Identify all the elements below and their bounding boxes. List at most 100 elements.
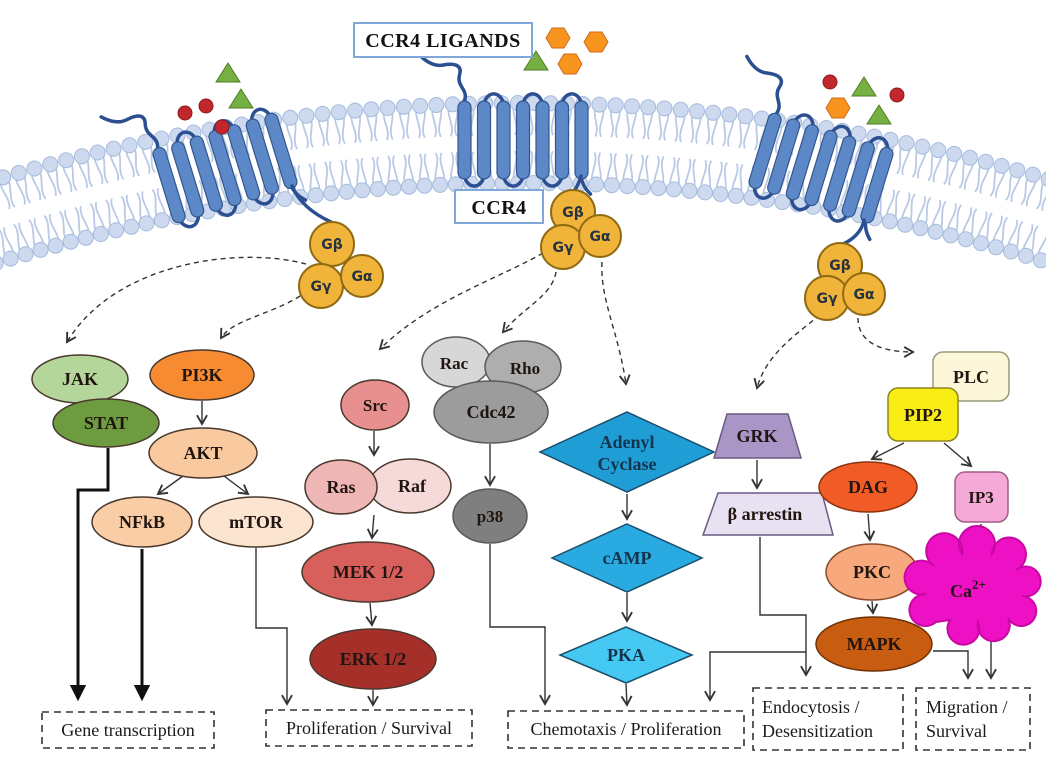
ccr4-ligands-box xyxy=(353,22,533,58)
ligand-red-circle xyxy=(889,87,905,103)
svg-text:Gγ: Gγ xyxy=(552,240,573,256)
arrow-mek-to-erk xyxy=(365,602,378,627)
arrow-gprotein-to-grk xyxy=(753,314,821,390)
ligand-red-circle xyxy=(214,119,230,135)
node-camp-label: cAMP xyxy=(603,548,652,568)
arrow-akt-to-nfkb xyxy=(156,475,184,496)
g-protein-complex-left: Gβ Gγ Gα xyxy=(298,221,384,309)
arrow-pip2-to-ip3 xyxy=(943,442,973,468)
node-pi3k xyxy=(149,349,255,401)
node-akt xyxy=(148,427,258,479)
ligand-cluster-right xyxy=(822,74,905,125)
ligand-orange-hexagon xyxy=(545,27,571,49)
node-ip3 xyxy=(954,471,1009,523)
ligand-green-triangle xyxy=(228,88,254,109)
node-mtor xyxy=(198,496,314,548)
node-mek-label: MEK 1/2 xyxy=(333,562,404,582)
ligand-green-triangle xyxy=(851,76,877,97)
g-alpha-subunit xyxy=(842,272,886,316)
svg-text:Gα: Gα xyxy=(589,229,610,245)
g-protein-complex-center: Gβ Gγ Gα xyxy=(540,189,622,270)
outcome-endocytosis-label-2: Desensitization xyxy=(762,721,873,741)
outcome-gene-transcription-label: Gene transcription xyxy=(61,720,194,740)
node-pip2-label: PIP2 xyxy=(904,405,942,425)
ccr4-receptor-left xyxy=(99,107,308,229)
node-pka-label: PKA xyxy=(607,645,645,665)
arrow-stat-to-gene-transcription xyxy=(69,448,110,702)
arrow-beta-arrestin-to-endocytosis xyxy=(759,537,812,677)
ccr4-receptor-right xyxy=(745,54,894,242)
node-dag-label: DAG xyxy=(848,477,888,497)
node-adenyl-cyclase-label-1: Adenyl xyxy=(599,432,654,452)
ligand-cluster-center xyxy=(523,27,609,75)
ligand-red-circle xyxy=(198,98,214,114)
ligand-orange-hexagon xyxy=(825,97,851,119)
outcome-migration-label-1: Migration / xyxy=(926,697,1008,717)
outcome-chemotaxis-label: Chemotaxis / Proliferation xyxy=(531,719,722,739)
outcome-endocytosis-label-1: Endocytosis / xyxy=(762,697,860,717)
svg-text:Gγ: Gγ xyxy=(310,279,331,295)
outcome-gene-transcription-box xyxy=(41,711,215,749)
node-erk-label: ERK 1/2 xyxy=(340,649,407,669)
receptor-tail-right xyxy=(841,218,866,246)
ligand-orange-hexagon xyxy=(557,53,583,75)
node-ras xyxy=(304,459,378,515)
ligand-cluster-left xyxy=(177,62,254,135)
outcome-migration-box xyxy=(915,687,1031,751)
node-src xyxy=(340,379,410,431)
node-mapk xyxy=(815,616,933,672)
arrow-akt-to-mtor xyxy=(223,475,250,496)
node-ca-label: Ca2+ xyxy=(950,577,986,601)
node-nfkb xyxy=(91,496,193,548)
arrow-mtor-to-proliferation xyxy=(255,548,293,706)
svg-text:Gβ: Gβ xyxy=(562,205,584,221)
svg-text:Gβ: Gβ xyxy=(321,237,343,253)
node-beta-arrestin xyxy=(701,492,834,536)
ligand-orange-hexagon xyxy=(583,31,609,53)
arrow-p38-to-chemotaxis xyxy=(489,544,551,706)
arrow-gprotein-to-plc xyxy=(857,317,915,358)
ccr4-label: CCR4 xyxy=(471,197,526,219)
outcome-proliferation-label: Proliferation / Survival xyxy=(286,718,452,738)
node-cdc42-label: Cdc42 xyxy=(467,402,516,422)
g-protein-complex-right: Gβ Gγ Gα xyxy=(804,242,886,321)
node-p38-label: p38 xyxy=(477,507,503,526)
node-raf-label: Raf xyxy=(398,476,427,496)
arrow-pka-to-chemotaxis xyxy=(620,683,633,707)
node-stat-label: STAT xyxy=(84,413,128,433)
arrow-gprotein-to-rac-rho xyxy=(501,271,557,334)
node-ca-cloud xyxy=(903,525,1042,646)
node-stat xyxy=(52,398,160,448)
svg-text:Gα: Gα xyxy=(853,287,874,303)
ligand-green-triangle xyxy=(523,50,549,71)
outcome-endocytosis-box xyxy=(752,687,904,751)
node-pip2 xyxy=(887,387,959,442)
svg-text:Gα: Gα xyxy=(351,269,372,285)
ligand-red-circle xyxy=(822,74,838,90)
arrow-mapk-to-migration xyxy=(933,650,974,680)
outcome-chemotaxis-box xyxy=(507,710,745,749)
node-adenyl-cyclase-label-2: Cyclase xyxy=(598,454,657,474)
node-dag xyxy=(818,461,918,513)
node-akt-label: AKT xyxy=(183,443,222,463)
node-mtor-label: mTOR xyxy=(229,512,284,532)
outcome-proliferation-box xyxy=(265,709,473,747)
arrow-gprotein-to-adenyl-cyclase xyxy=(601,261,631,386)
arrow-gprotein-to-pi3k xyxy=(220,295,301,340)
node-pi3k-label: PI3K xyxy=(181,365,222,385)
node-pkc-label: PKC xyxy=(853,562,891,582)
node-cdc42 xyxy=(433,380,549,444)
ligand-red-circle xyxy=(177,105,193,121)
arrow-gprotein-to-jak xyxy=(66,256,307,344)
node-rac-label: Rac xyxy=(440,354,469,373)
g-alpha-subunit xyxy=(340,254,384,298)
arrow-gprotein-to-src xyxy=(378,252,544,351)
ccr4-box xyxy=(454,189,544,224)
node-camp xyxy=(550,523,704,593)
arrow-pip2-to-dag xyxy=(870,442,905,461)
ccr4-receptor-center xyxy=(417,53,593,196)
node-grk xyxy=(712,413,803,459)
ligand-green-triangle xyxy=(215,62,241,83)
